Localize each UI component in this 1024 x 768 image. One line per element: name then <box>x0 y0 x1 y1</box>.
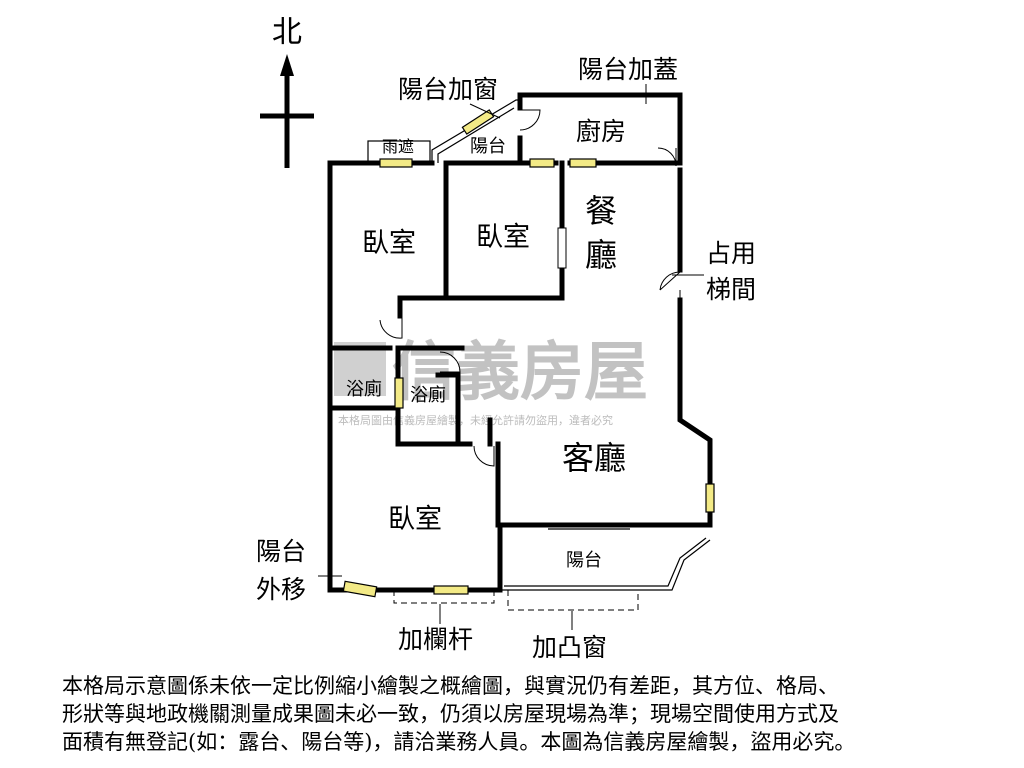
window-balcony-added <box>461 109 495 135</box>
disclaimer-line-2: 形狀等與地政機關測量成果圖未必一致，仍須以房屋現場為準；現場空間使用方式及 <box>62 702 839 726</box>
room-bath-1: 浴廁 <box>346 378 382 400</box>
bottom-balcony-outline <box>500 539 711 591</box>
window-kitchen-left <box>529 158 555 168</box>
small-balcony-outline-inner <box>437 107 515 163</box>
door-bath-2 <box>439 351 461 373</box>
room-labels: 臥室 臥室 餐 廳 廚房 陽台 浴廁 浴廁 客廳 臥室 陽台 <box>346 117 626 571</box>
door-corridor <box>379 318 403 339</box>
north-label: 北 <box>272 15 302 50</box>
watermark-logo <box>334 342 386 396</box>
watermark-note: 本格局圖由信義房屋繪製，未經允許請勿盜用，違者必究 <box>338 413 613 427</box>
window-bath <box>394 377 404 409</box>
disclaimer-line-3: 面積有無登記(如：露台、陽台等)，請洽業務人員。本圖為信義房屋繪製，盜用必究。 <box>62 730 856 754</box>
annotation-canopy: 雨遮 <box>382 137 414 156</box>
annotation-balcony-window-leader <box>469 103 501 119</box>
annotation-balcony-move-1: 陽台 <box>256 537 306 566</box>
window-dining-partition <box>557 227 567 269</box>
room-dining-2: 廳 <box>585 236 617 274</box>
north-arrow-head <box>280 54 294 76</box>
bottom-balcony-outline-inner <box>504 537 707 587</box>
disclaimer-text: 本格局示意圖係未依一定比例縮小繪製之概繪圖，與實況仍有差距，其方位、格局、 形狀… <box>62 672 962 756</box>
window-kitchen-right <box>569 158 597 168</box>
annotation-bay-window: 加凸窗 <box>532 633 607 662</box>
room-living: 客廳 <box>562 439 626 477</box>
door-bedroom-3 <box>473 445 495 467</box>
window-canopy <box>379 158 413 168</box>
annotation-balcony-roof: 陽台加蓋 <box>578 55 678 84</box>
annotation-stair-2: 梯間 <box>706 275 756 304</box>
door-small-balcony <box>519 109 541 131</box>
room-small-balcony: 陽台 <box>470 136 506 157</box>
window-living-right <box>705 483 715 513</box>
room-dining-1: 餐 <box>585 192 617 230</box>
room-kitchen: 廚房 <box>576 117 626 146</box>
annotation-railing: 加欄杆 <box>398 625 473 654</box>
doors <box>379 109 681 467</box>
compass: 北 <box>260 15 314 168</box>
annotation-balcony-window: 陽台加窗 <box>398 75 498 104</box>
window-bedroom-bottom <box>433 585 469 595</box>
door-stairwell <box>659 271 681 298</box>
room-bedroom-1: 臥室 <box>362 228 416 259</box>
annotation-stair-1: 占用 <box>706 239 756 268</box>
windows <box>342 109 715 598</box>
thin-outlines <box>367 99 711 611</box>
door-kitchen <box>657 147 677 167</box>
room-bath-2: 浴廁 <box>410 384 446 406</box>
room-bedroom-2: 臥室 <box>476 222 530 253</box>
annotation-balcony-move-2: 外移 <box>256 575 306 604</box>
room-balcony-bottom: 陽台 <box>566 550 602 571</box>
disclaimer-line-1: 本格局示意圖係未依一定比例縮小繪製之概繪圖，與實況仍有差距，其方位、格局、 <box>62 674 839 698</box>
window-bedroom-bottom-left <box>342 580 378 598</box>
bay-window-dashed-line <box>507 590 639 611</box>
annotations: 雨遮 陽台加窗 陽台加蓋 占用 梯間 陽台 外移 加欄杆 加凸窗 <box>256 55 756 662</box>
room-bedroom-3: 臥室 <box>388 504 442 535</box>
railing-dashed-line <box>393 590 495 604</box>
